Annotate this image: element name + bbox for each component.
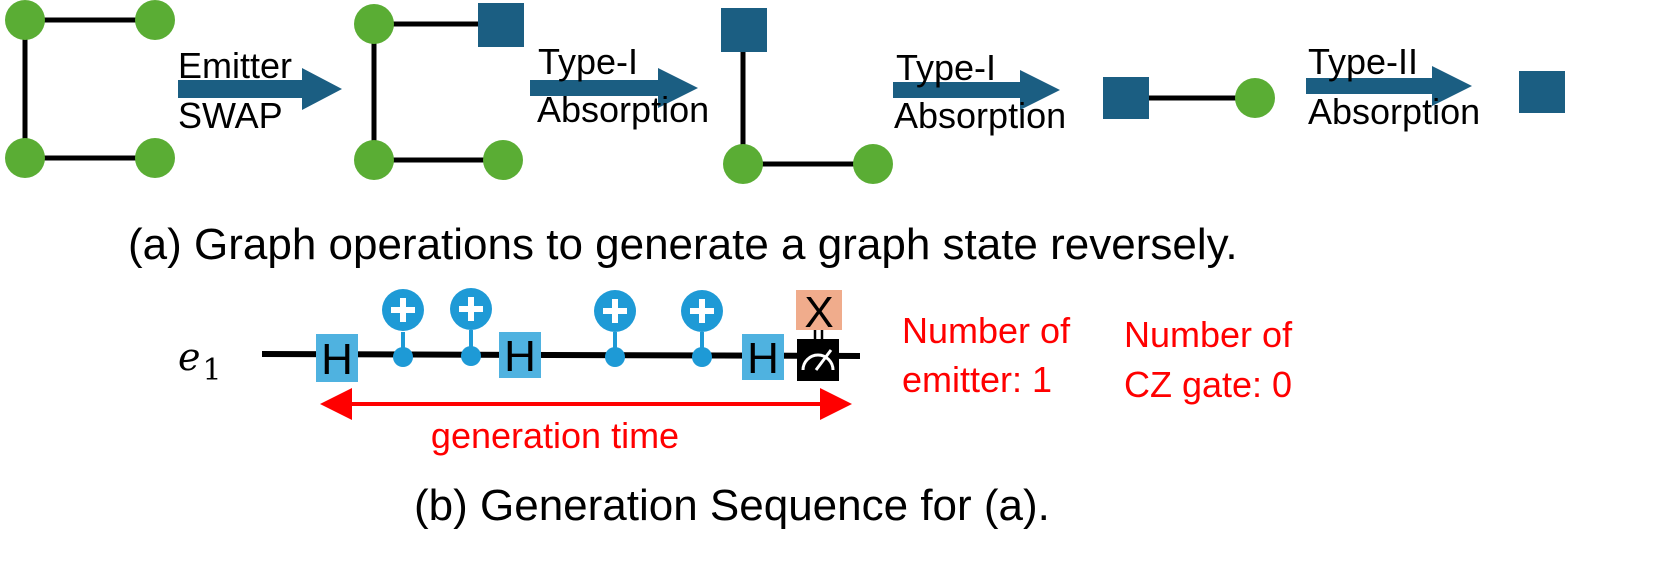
operation-arrow bbox=[893, 70, 1060, 110]
cnot-gate bbox=[382, 289, 424, 367]
measurement-with-x-correction: X bbox=[796, 288, 842, 381]
emitter-node bbox=[1103, 77, 1149, 119]
hadamard-gate: H bbox=[316, 334, 358, 384]
operation-type-i-absorption-1: Type-I Absorption bbox=[530, 41, 709, 130]
cnot-gate bbox=[450, 288, 492, 366]
operation-label-line2: Absorption bbox=[1308, 91, 1480, 132]
cnot-control-dot bbox=[393, 347, 413, 367]
panel-a: Emitter SWAP Type-I Absorption bbox=[5, 0, 1565, 269]
cnot-gate bbox=[594, 290, 636, 367]
operation-emitter-swap: Emitter SWAP bbox=[178, 45, 342, 136]
operation-label-line1: Type-I bbox=[896, 47, 996, 88]
cnot-gate bbox=[681, 290, 723, 367]
qubit-label-subscript: 1 bbox=[203, 353, 222, 388]
hadamard-label: H bbox=[504, 332, 536, 381]
hadamard-label: H bbox=[321, 335, 353, 384]
stat-line2: emitter: 1 bbox=[902, 359, 1052, 400]
emitter-node bbox=[721, 8, 767, 52]
operation-type-i-absorption-2: Type-I Absorption bbox=[893, 47, 1066, 136]
x-correction-label: X bbox=[804, 288, 833, 337]
hadamard-box bbox=[499, 332, 541, 378]
operation-label-line2: Absorption bbox=[894, 95, 1066, 136]
emitter-node bbox=[1519, 71, 1565, 113]
x-correction-box bbox=[796, 290, 842, 330]
cnot-control-dot bbox=[605, 347, 625, 367]
photon-node bbox=[1235, 78, 1275, 118]
caption-b: (b) Generation Sequence for (a). bbox=[414, 481, 1050, 530]
cnot-control-dot bbox=[461, 346, 481, 366]
photon-node bbox=[354, 140, 394, 180]
operation-label-line2: Absorption bbox=[537, 89, 709, 130]
operation-arrow bbox=[530, 68, 698, 108]
cz-gate-count-stat: Number of CZ gate: 0 bbox=[1124, 314, 1293, 405]
meter-icon bbox=[801, 353, 835, 371]
graph-state-1 bbox=[5, 0, 175, 178]
qubit-label-main: e bbox=[178, 335, 201, 379]
photon-node bbox=[723, 144, 763, 184]
emitter-node bbox=[478, 3, 524, 47]
qubit-label: e1 bbox=[178, 335, 222, 388]
stat-line2: CZ gate: 0 bbox=[1124, 364, 1292, 405]
emitter-count-stat: Number of emitter: 1 bbox=[902, 310, 1071, 400]
panel-b: e1 H H H bbox=[178, 288, 1293, 530]
photon-node bbox=[5, 0, 45, 40]
photon-node bbox=[354, 4, 394, 44]
operation-label-line1: Type-II bbox=[1308, 41, 1418, 82]
operation-arrow bbox=[178, 68, 342, 110]
photon-node bbox=[135, 0, 175, 40]
operation-label-line1: Emitter bbox=[178, 45, 292, 86]
stat-line1: Number of bbox=[1124, 314, 1293, 355]
meter-needle bbox=[814, 349, 833, 371]
graph-state-2 bbox=[354, 3, 524, 180]
graph-state-4 bbox=[1103, 77, 1275, 119]
operation-label-line1: Type-I bbox=[538, 41, 638, 82]
generation-time-indicator: generation time bbox=[320, 388, 852, 456]
operation-label-line2: SWAP bbox=[178, 95, 283, 136]
measurement-box bbox=[797, 339, 839, 381]
generation-time-label: generation time bbox=[431, 415, 679, 456]
hadamard-label: H bbox=[747, 334, 779, 383]
hadamard-box bbox=[742, 334, 784, 380]
hadamard-gate: H bbox=[742, 334, 784, 383]
operation-arrow bbox=[1306, 66, 1472, 106]
graph-state-3 bbox=[721, 8, 893, 184]
hadamard-box bbox=[316, 334, 358, 382]
photon-node bbox=[135, 138, 175, 178]
photon-node bbox=[5, 138, 45, 178]
stat-line1: Number of bbox=[902, 310, 1071, 351]
graph-state-5 bbox=[1519, 71, 1565, 113]
cnot-control-dot bbox=[692, 347, 712, 367]
caption-a: (a) Graph operations to generate a graph… bbox=[128, 220, 1238, 269]
photon-node bbox=[483, 140, 523, 180]
hadamard-gate: H bbox=[499, 332, 541, 381]
photon-node bbox=[853, 144, 893, 184]
operation-type-ii-absorption: Type-II Absorption bbox=[1306, 41, 1480, 132]
